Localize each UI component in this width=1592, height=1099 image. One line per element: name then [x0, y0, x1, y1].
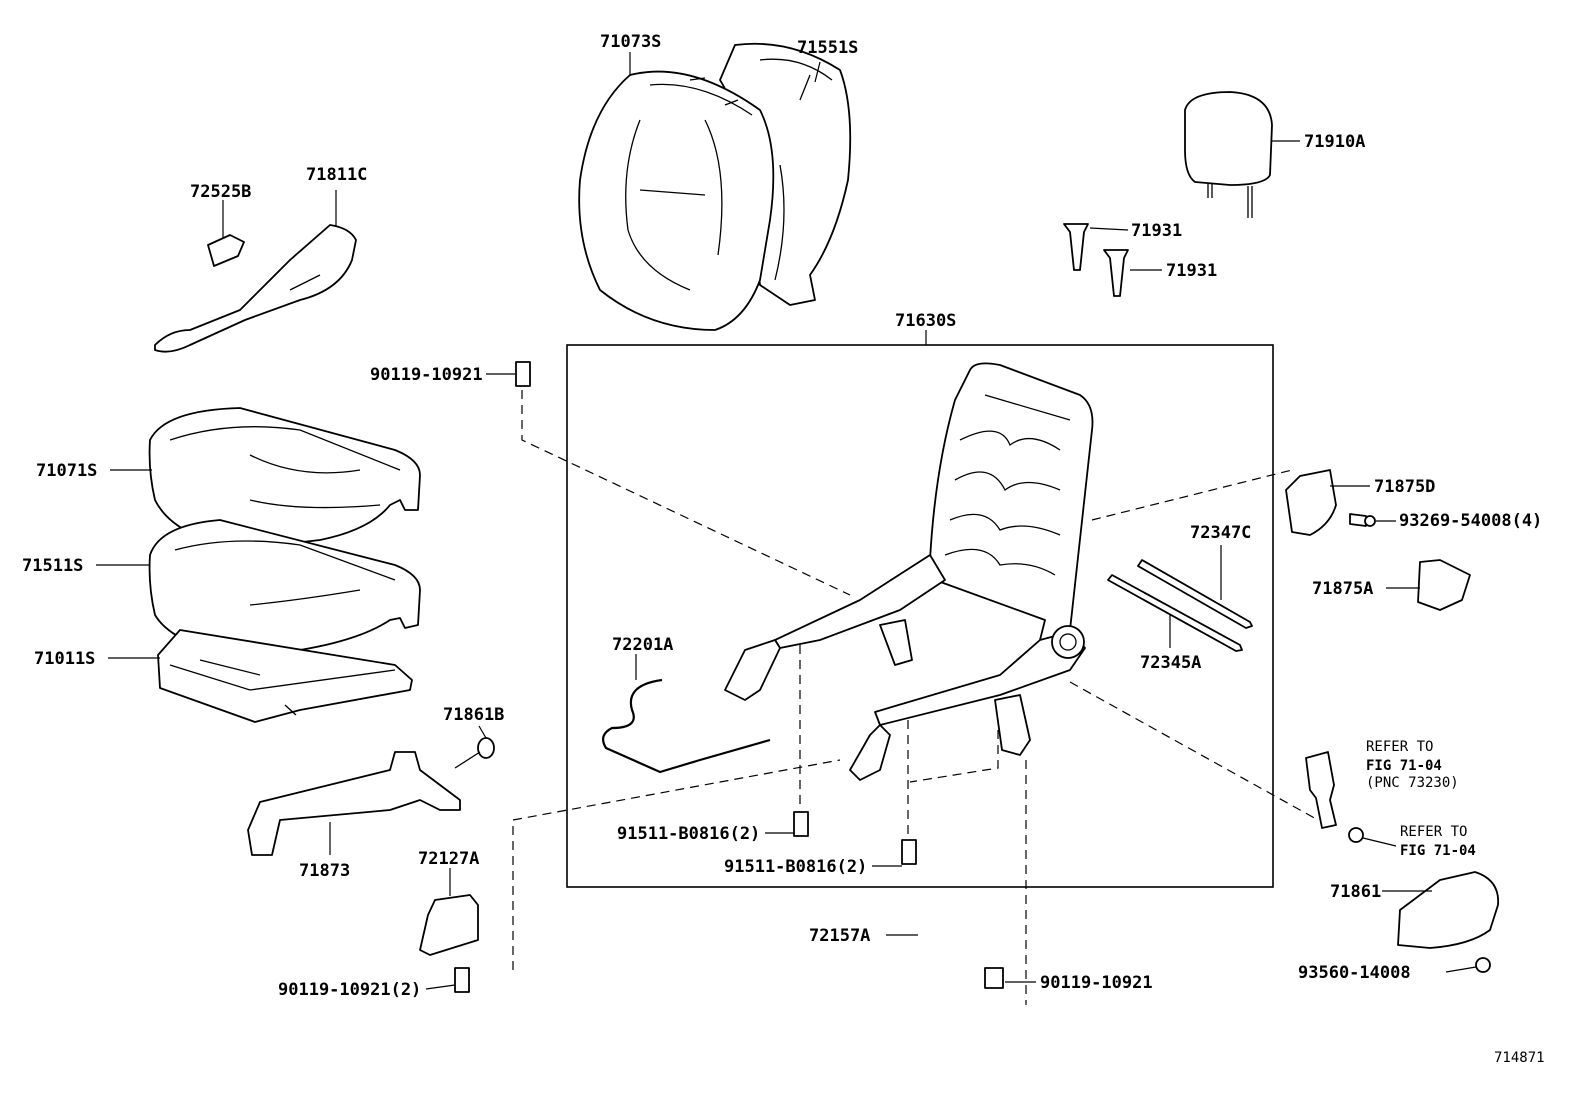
label-72201A: 72201A	[612, 635, 673, 655]
refer-note-1-line3: (PNC 73230)	[1366, 775, 1459, 791]
cushion-frame-71011S	[157, 629, 413, 723]
label-72347C: 72347C	[1190, 523, 1251, 543]
bolt-91511-a	[793, 811, 809, 837]
clip-71861B	[454, 737, 495, 769]
label-71811C: 71811C	[306, 165, 367, 185]
label-71931-b: 71931	[1166, 261, 1217, 281]
cushion-shield-71873	[247, 751, 461, 856]
bolt-90119-bl	[454, 967, 470, 993]
label-71910A: 71910A	[1304, 132, 1365, 152]
label-71551S: 71551S	[797, 38, 858, 58]
cover-72127A	[419, 894, 479, 956]
label-71875D: 71875D	[1374, 477, 1435, 497]
refer-note-2-line1: REFER TO	[1400, 824, 1467, 840]
rod-72345A	[1107, 574, 1243, 652]
seat-rails-and-recliner	[724, 554, 1086, 781]
label-72525B: 72525B	[190, 182, 251, 202]
assembly-lines	[512, 390, 1319, 1005]
bolt-90119-bm	[984, 967, 1004, 989]
refer-note-1-line2: FIG 71-04	[1366, 758, 1442, 774]
label-71875A: 71875A	[1312, 579, 1373, 599]
label-71511S: 71511S	[22, 556, 83, 576]
seat-frame-box-71630S	[566, 344, 1274, 888]
cover-71875A	[1417, 559, 1471, 611]
bolt-91511-b	[901, 839, 917, 865]
refer-note-2-line2: FIG 71-04	[1400, 843, 1476, 859]
screw-93560	[1475, 957, 1491, 973]
label-90119-top: 90119-10921	[370, 365, 483, 385]
bolt-refer-fig	[1348, 827, 1364, 843]
label-72157A: 72157A	[809, 926, 870, 946]
label-91511-b: 91511-B0816(2)	[724, 857, 867, 877]
figure-id: 714871	[1494, 1050, 1545, 1066]
headrest-71910A	[1184, 91, 1273, 218]
label-72345A: 72345A	[1140, 653, 1201, 673]
seatbelt-buckle	[1305, 751, 1337, 829]
label-72127A: 72127A	[418, 849, 479, 869]
screw-93269	[1349, 513, 1376, 527]
label-71931-a: 71931	[1131, 221, 1182, 241]
label-71873: 71873	[299, 861, 350, 881]
cover-71875D	[1285, 469, 1337, 536]
label-90119-bl: 90119-10921(2)	[278, 980, 421, 1000]
leader-lines	[96, 52, 1477, 990]
clip-72525B	[207, 234, 245, 267]
seatback-cover-71073S	[578, 70, 775, 331]
label-71071S: 71071S	[36, 461, 97, 481]
label-93269: 93269-54008(4)	[1399, 511, 1542, 531]
cover-71861	[1397, 871, 1499, 949]
wire-72201A	[601, 678, 771, 774]
cushion-pad-71511S	[148, 519, 421, 656]
label-71861B: 71861B	[443, 705, 504, 725]
cushion-cover-71071S	[148, 407, 421, 549]
recliner-cover-71811C	[154, 224, 357, 353]
rod-72347C	[1137, 559, 1253, 629]
seatback-frame	[929, 362, 1094, 646]
headrest-guide-71931-b	[1103, 249, 1129, 297]
label-93560: 93560-14008	[1298, 963, 1411, 983]
refer-note-1-line1: REFER TO	[1366, 739, 1433, 755]
label-91511-a: 91511-B0816(2)	[617, 824, 760, 844]
label-71861: 71861	[1330, 882, 1381, 902]
label-71073S: 71073S	[600, 32, 661, 52]
label-90119-bm: 90119-10921	[1040, 973, 1153, 993]
label-71011S: 71011S	[34, 649, 95, 669]
part-labels: 71073S 71551S 71910A 72525B 71811C 71931…	[22, 32, 1545, 1066]
headrest-guide-71931-a	[1063, 223, 1089, 271]
bolt-90119-top	[515, 361, 531, 387]
label-71630S: 71630S	[895, 311, 956, 331]
